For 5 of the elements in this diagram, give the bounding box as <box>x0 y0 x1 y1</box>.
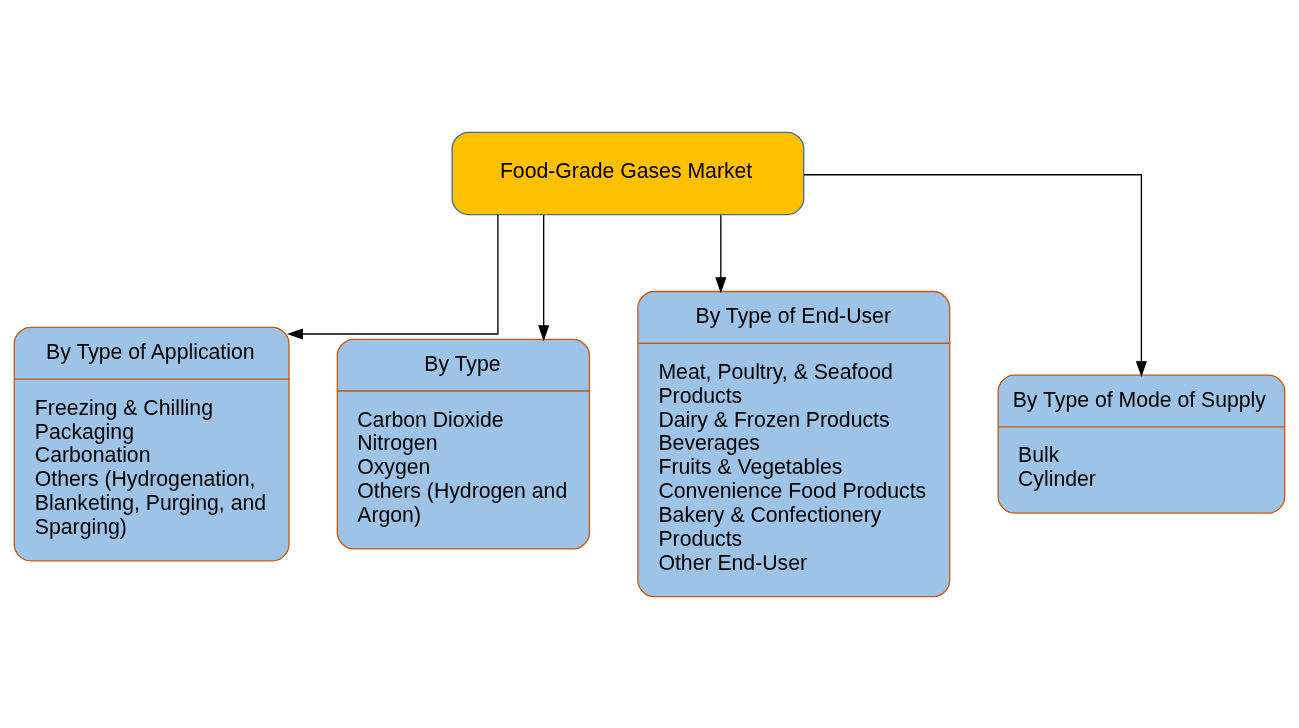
node-box: Food-Grade Gases Market <box>451 131 805 215</box>
arrow <box>286 213 499 340</box>
arrow <box>538 213 550 341</box>
arrow <box>715 213 727 293</box>
arrow <box>803 173 1147 377</box>
